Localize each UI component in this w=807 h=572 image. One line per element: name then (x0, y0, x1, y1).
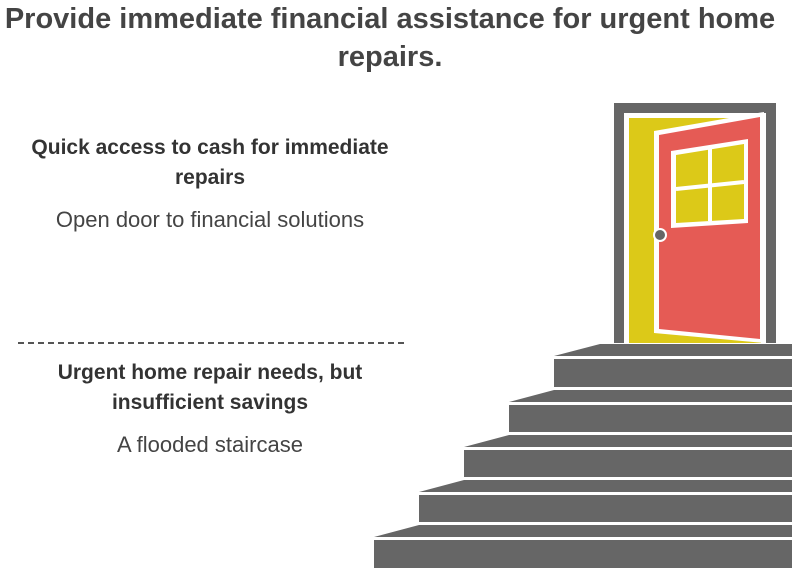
door-knob (653, 228, 667, 242)
open-door-label-group: Quick access to cash for immediate repai… (10, 133, 410, 235)
stair-step-4 (419, 480, 792, 492)
stair-step-3 (464, 435, 792, 447)
page-title: Provide immediate financial assistance f… (4, 3, 776, 73)
door-and-stairs-illustration (374, 103, 792, 568)
staircase (374, 344, 792, 568)
open-door-description: Open door to financial solutions (55, 207, 365, 232)
urgent-repair-heading: Urgent home repair needs, but insufficie… (57, 361, 363, 414)
stair-step-1 (554, 344, 792, 356)
stair-step-2 (509, 390, 792, 402)
staircase-description: A flooded staircase (117, 432, 303, 457)
door-window (671, 139, 748, 228)
stair-step-5 (374, 525, 792, 537)
staircase-label-group: Urgent home repair needs, but insufficie… (10, 358, 410, 460)
quick-cash-heading: Quick access to cash for immediate repai… (31, 136, 389, 189)
dashed-divider (18, 342, 404, 344)
open-door (653, 112, 764, 343)
